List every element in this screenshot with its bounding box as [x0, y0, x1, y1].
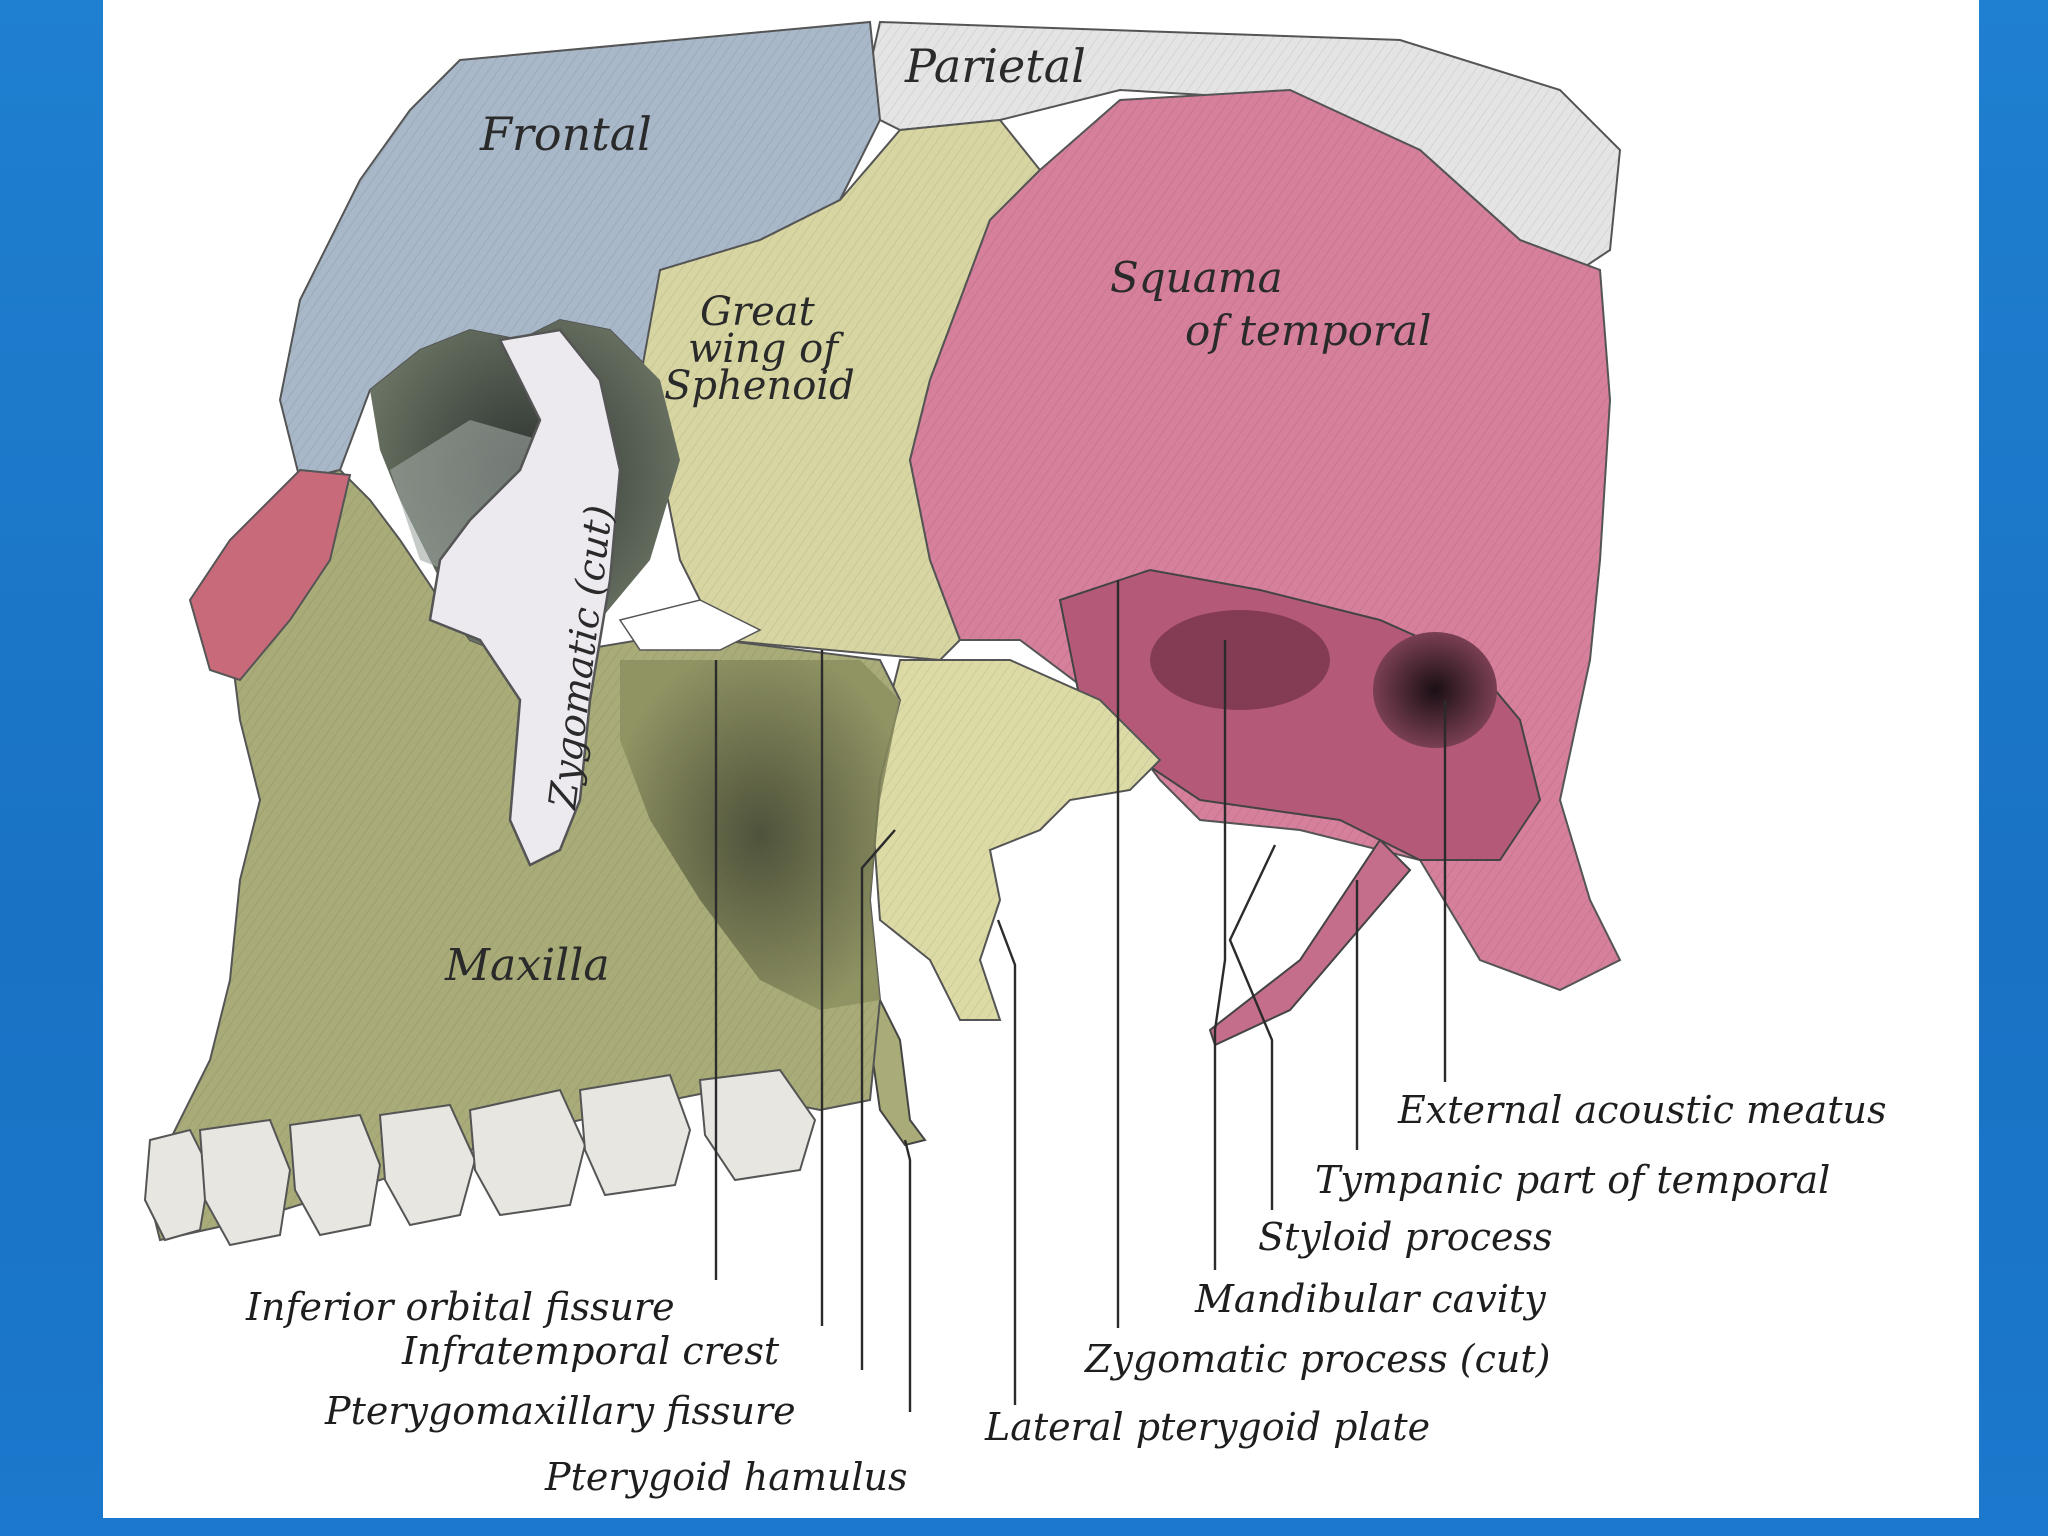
- tooth: [698, 1068, 817, 1182]
- infratemporal-fossa-shadow: [620, 660, 900, 1010]
- label-inferior-orbital-fissure: Inferior orbital fissure: [245, 1285, 675, 1329]
- label-infratemporal-crest: Infratemporal crest: [401, 1329, 780, 1373]
- label-squama-line1: Squama: [1110, 253, 1283, 302]
- leader-lateral-pterygoid-plate: [996, 919, 1017, 1405]
- tooth: [378, 1103, 477, 1227]
- label-great-wing-line2: wing of: [688, 326, 844, 372]
- label-parietal: Parietal: [904, 39, 1086, 93]
- label-great-wing-line1: Great: [700, 289, 816, 335]
- label-styloid-process: Styloid process: [1258, 1215, 1553, 1259]
- tooth: [288, 1113, 382, 1237]
- inferior-orbital-fissure: [618, 599, 762, 651]
- label-frontal: Frontal: [479, 107, 652, 161]
- label-external-acoustic-meatus: External acoustic meatus: [1397, 1088, 1886, 1132]
- leader-pterygomaxillary-fissure: [860, 829, 896, 1370]
- label-squama-line2: of temporal: [1185, 306, 1431, 355]
- label-tympanic-part: Tympanic part of temporal: [1315, 1158, 1830, 1202]
- label-great-wing-line3: Sphenoid: [664, 363, 855, 409]
- styloid-process: [1208, 838, 1412, 1047]
- nasal-bone: [188, 468, 352, 682]
- leader-styloid-process: [1228, 844, 1277, 1210]
- label-zygomatic-process: Zygomatic process (cut): [1084, 1337, 1550, 1381]
- label-mandibular-cavity: Mandibular cavity: [1194, 1277, 1546, 1321]
- zygomatic-bone-cut: [428, 328, 622, 867]
- leader-mandibular-cavity: [1213, 640, 1227, 1270]
- tooth: [468, 1088, 587, 1217]
- tooth: [578, 1073, 692, 1197]
- label-pterygoid-hamulus: Pterygoid hamulus: [544, 1455, 907, 1499]
- label-pterygomaxillary-fissure: Pterygomaxillary fissure: [324, 1389, 796, 1433]
- tooth: [143, 1128, 212, 1242]
- tooth: [198, 1118, 292, 1247]
- label-lateral-pterygoid-plate: Lateral pterygoid plate: [984, 1405, 1430, 1449]
- leader-lines: [714, 580, 1447, 1412]
- teeth-row: [143, 1068, 817, 1247]
- external-acoustic-meatus-opening: [1373, 632, 1497, 748]
- leader-pterygoid-hamulus: [903, 1139, 912, 1412]
- label-maxilla: Maxilla: [444, 940, 610, 991]
